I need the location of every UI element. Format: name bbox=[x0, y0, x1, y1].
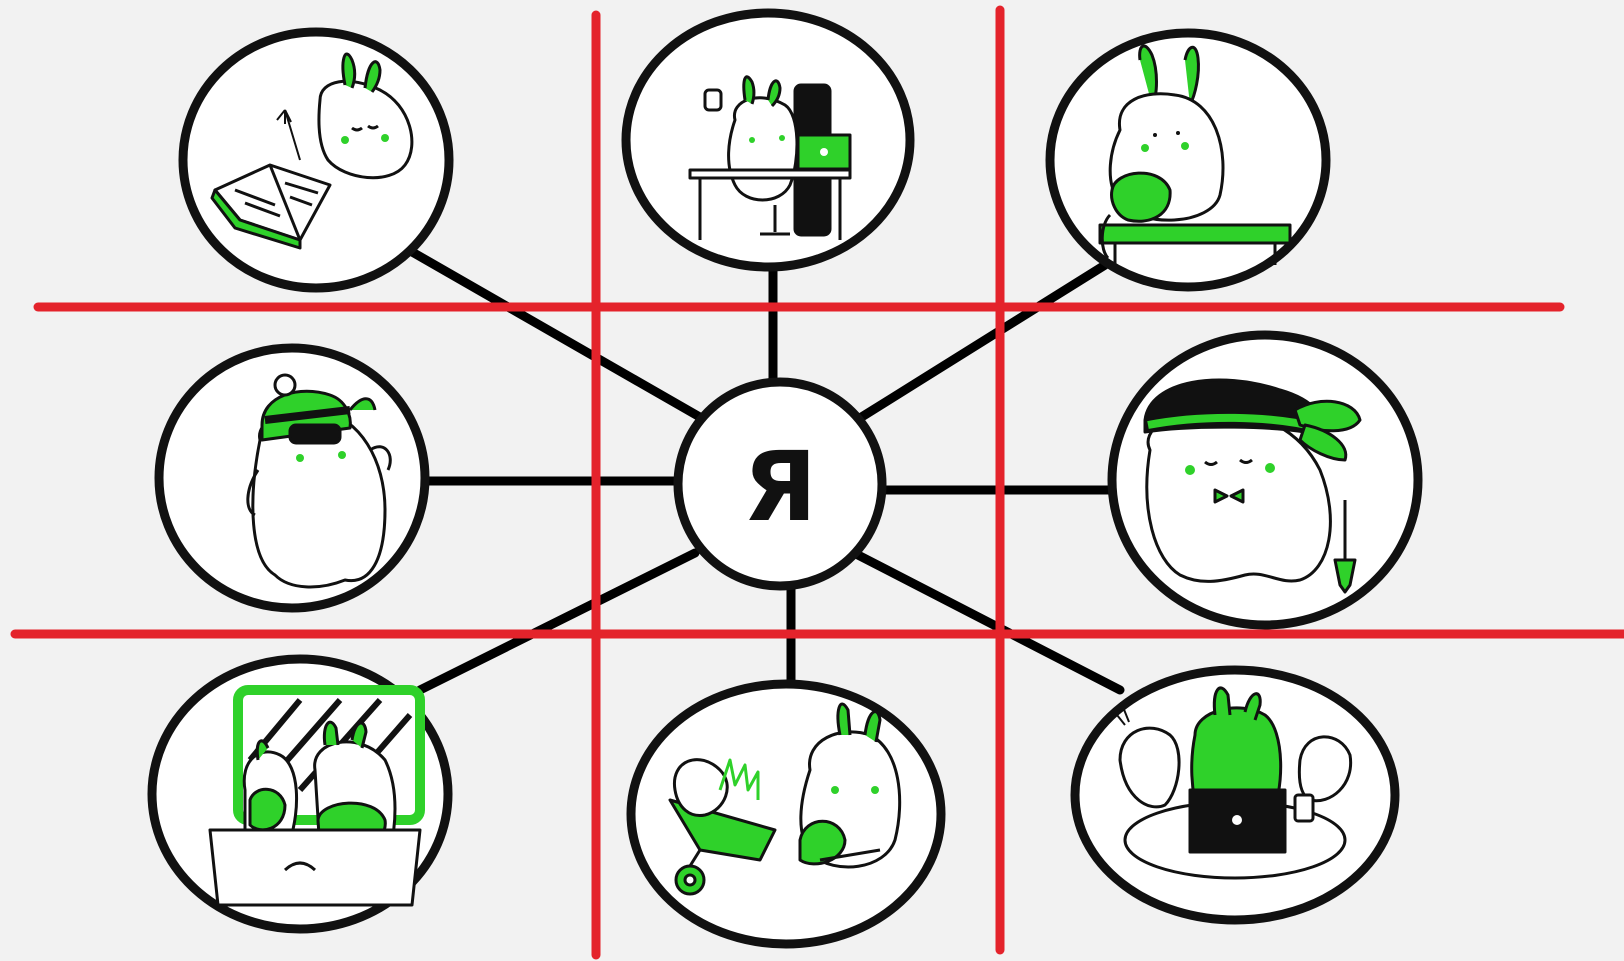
center-label: Я bbox=[743, 431, 817, 543]
node-bunnies-in-suitcase bbox=[147, 654, 453, 934]
center-node: Я bbox=[673, 377, 887, 591]
node-bunnies-with-laptop bbox=[1070, 665, 1400, 925]
node-bunny-with-wheelbarrow bbox=[626, 679, 946, 949]
connectors bbox=[395, 240, 1125, 703]
node-bunny-in-bowler-hat bbox=[1107, 330, 1423, 630]
node-bunny-reading-book bbox=[178, 27, 454, 293]
bunnies-with-laptop-illustration bbox=[1112, 686, 1353, 880]
connector-bottom-left bbox=[415, 548, 700, 695]
bunnies-in-suitcase-illustration bbox=[208, 685, 425, 907]
connector-bottom-right bbox=[853, 550, 1125, 695]
bunny-on-bench-illustration bbox=[1098, 44, 1292, 265]
bunny-at-laptop-desk-illustration bbox=[688, 75, 852, 240]
center-circle bbox=[673, 377, 887, 591]
node-bunny-at-laptop-desk bbox=[621, 8, 915, 272]
connector-top-right bbox=[855, 260, 1110, 423]
node-bunny-on-bench bbox=[1045, 28, 1331, 292]
bunny-in-bowler-hat-illustration bbox=[1143, 378, 1362, 594]
connector-top-left bbox=[395, 240, 710, 425]
bunny-with-wheelbarrow-illustration bbox=[668, 702, 902, 896]
node-bunny-in-winter-hat bbox=[154, 343, 430, 613]
bunny-reading-book-illustration bbox=[210, 52, 414, 250]
grid-lines bbox=[10, 5, 1624, 960]
bunny-in-winter-hat-illustration bbox=[246, 373, 392, 589]
